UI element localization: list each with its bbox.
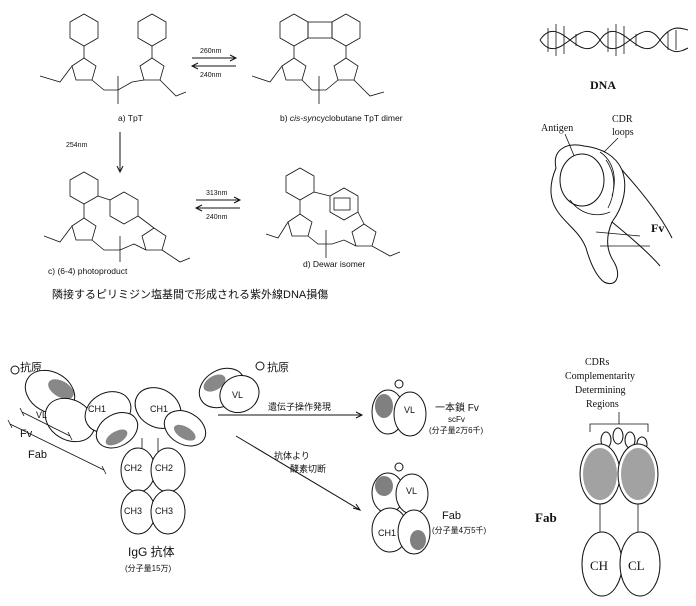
- ch-label: CH: [590, 558, 608, 573]
- scfv-molecule: VL 一本鎖 Fv scFv (分子量2万6千): [371, 379, 484, 437]
- enzyme-label-2: 酵素切断: [290, 463, 326, 474]
- fv-bracket: [19, 407, 73, 441]
- ch1-right-label: CH1: [150, 404, 168, 414]
- cl-label: CL: [628, 558, 645, 573]
- arrows-260-240: [190, 54, 238, 70]
- label-254nm: 254nm: [66, 142, 88, 149]
- ch2-left-label: CH2: [124, 463, 142, 473]
- antigen-right-label: 抗原: [267, 360, 289, 374]
- cdr-line2: Complementarity: [565, 371, 635, 382]
- label-tpt: a) TpT: [118, 113, 143, 123]
- ch3-left-label: CH3: [124, 506, 142, 516]
- loops-label: loops: [612, 127, 634, 138]
- structure-tpt: [39, 13, 187, 104]
- ch1-left-label: CH1: [88, 404, 106, 414]
- igg-title: IgG 抗体: [128, 544, 175, 559]
- uv-caption: 隣接するピリミジン塩基間で形成される紫外線DNA損傷: [52, 287, 328, 301]
- structure-64-photoproduct: [43, 171, 191, 263]
- antigen-ball: [559, 153, 605, 207]
- ch2-right-label: CH2: [155, 463, 173, 473]
- gene-expression-label: 遺伝子操作発現: [268, 401, 331, 412]
- label-b-rest: cyclobutane TpT dimer: [316, 113, 402, 123]
- cdr-line4: Regions: [586, 399, 619, 410]
- fab-fragment: VL CH1 Fab (分子量4万5千): [371, 462, 487, 555]
- label-260nm: 260nm: [200, 48, 222, 55]
- vl-right-label: VL: [232, 390, 243, 400]
- arrow-254: [116, 132, 124, 174]
- antigen-right-circle: [255, 361, 265, 371]
- uv-damage-panel: a) TpT 260nm 240nm b) cis-syncyclobutane…: [39, 13, 403, 301]
- label-240nm-bottom: 240nm: [206, 214, 228, 221]
- structure-cyclobutane-dimer: [251, 13, 385, 104]
- fv-label: Fv: [651, 221, 664, 235]
- fab-ch1-label: CH1: [378, 528, 396, 538]
- igg-mw: (分子量15万): [125, 564, 172, 573]
- label-b-prefix: b): [280, 113, 290, 123]
- ch3-right-label: CH3: [155, 506, 173, 516]
- cdr-line3: Determining: [575, 385, 626, 396]
- vl-left-label: VL: [36, 410, 47, 420]
- arrows-313-240: [194, 196, 242, 212]
- cdr-line1: CDRs: [585, 357, 610, 368]
- antigen-left-label: 抗原: [20, 360, 42, 374]
- scfv-vl-label: VL: [404, 405, 415, 415]
- label-cyclobutane: b) cis-syncyclobutane TpT dimer: [280, 113, 403, 123]
- scfv-mw: (分子量2万6千): [429, 425, 484, 435]
- label-240nm-top: 240nm: [200, 72, 222, 79]
- antigen-left-circle: [10, 365, 20, 375]
- enzyme-label-1: 抗体より: [274, 450, 310, 461]
- label-64-photoproduct: c) (6-4) photoproduct: [48, 266, 128, 276]
- label-b-italic: cis-syn: [290, 113, 317, 123]
- fab-bracket: [7, 419, 107, 475]
- dna-label: DNA: [590, 78, 616, 92]
- fv-hand-illustration: Antigen CDR loops Fv: [541, 114, 673, 284]
- cl-domain: [619, 531, 661, 597]
- fab-vl-label: VL: [406, 486, 417, 496]
- dna-helix: DNA: [539, 24, 689, 92]
- fab-mw: (分子量4万5千): [432, 525, 487, 535]
- label-dewar-isomer: d) Dewar isomer: [303, 259, 366, 269]
- fv-bracket-label: Fv: [20, 428, 33, 440]
- arrow-enzyme-cleavage: [235, 435, 362, 511]
- arrow-gene-expression: [218, 411, 364, 419]
- svg-text:b) cis-syncyclobutane TpT dime: b) cis-syncyclobutane TpT dimer: [280, 113, 403, 123]
- label-313nm: 313nm: [206, 190, 228, 197]
- fab-title: Fab: [442, 510, 461, 522]
- cdr-label: CDR: [612, 114, 633, 125]
- fab-bracket-label: Fab: [28, 449, 47, 461]
- structure-dewar-isomer: [265, 167, 401, 258]
- cdr-fab-diagram: CDRs Complementarity Determining Regions…: [535, 357, 661, 597]
- scfv-sub: scFv: [448, 415, 465, 424]
- hand-outline: [550, 144, 626, 284]
- fab-right-label: Fab: [535, 510, 557, 525]
- antigen-label: Antigen: [541, 123, 573, 134]
- scfv-title: 一本鎖 Fv: [435, 401, 479, 414]
- igg-antibody: 抗原 抗原: [7, 360, 289, 573]
